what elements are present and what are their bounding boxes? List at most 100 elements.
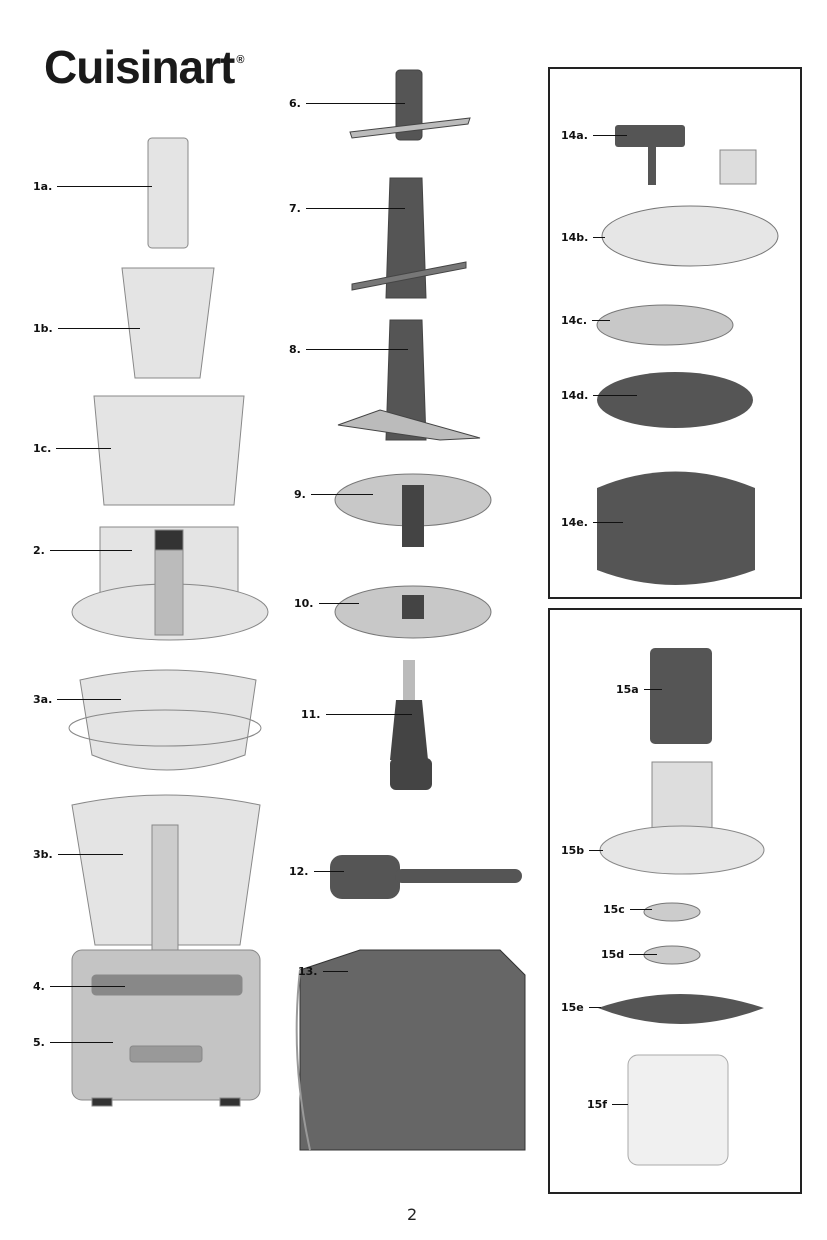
leader-line (588, 1007, 601, 1008)
label-text: 3a. (33, 693, 53, 706)
part-8-dough-blade (385, 319, 427, 441)
part-6-small-blade (395, 69, 423, 141)
label-4: 4. (33, 980, 125, 993)
label-text: 8. (289, 343, 301, 356)
label-text: 14a. (561, 129, 588, 142)
leader-line (49, 550, 132, 551)
part-14d-dicing-grid (597, 372, 753, 428)
part-15f-storage-case (627, 1054, 729, 1166)
label-13: 13. (298, 965, 348, 978)
leader-line (629, 954, 658, 955)
label-1b: 1b. (33, 322, 140, 335)
label-text: 11. (301, 708, 321, 721)
leader-line (305, 208, 405, 209)
label-text: 15b (561, 844, 585, 857)
part-15a-spiralizer-pusher (650, 648, 712, 744)
label-text: 12. (289, 865, 309, 878)
label-text: 1b. (33, 322, 53, 335)
part-1a-small-pusher (147, 137, 189, 249)
label-text: 10. (294, 597, 314, 610)
leader-line (593, 395, 638, 396)
leader-line (57, 186, 153, 187)
label-text: 7. (289, 202, 301, 215)
label-1a: 1a. (33, 180, 153, 193)
leader-line (57, 699, 122, 700)
leader-line (592, 320, 611, 321)
label-text: 1a. (33, 180, 53, 193)
label-text: 15c (603, 903, 625, 916)
page-number: 2 (407, 1205, 418, 1224)
label-3a: 3a. (33, 693, 122, 706)
label-text: 6. (289, 97, 301, 110)
leader-line (57, 854, 123, 855)
leader-line (49, 986, 125, 987)
label-10: 10. (294, 597, 359, 610)
label-text: 1c. (33, 442, 52, 455)
logo-text: Cuisinart (44, 41, 235, 93)
label-text: 3b. (33, 848, 53, 861)
part-15e-adapter (598, 994, 764, 1024)
cuisinart-logo: Cuisinart® (44, 40, 245, 94)
leader-line (592, 135, 627, 136)
label-3b: 3b. (33, 848, 123, 861)
part-3a-small-bowl (79, 669, 257, 771)
label-14e: 14e. (561, 516, 623, 529)
label-text: 14d. (561, 389, 589, 402)
label-15d: 15d (601, 948, 658, 961)
label-2: 2. (33, 544, 132, 557)
label-14a: 14a. (561, 129, 627, 142)
leader-line (589, 850, 604, 851)
leader-line (318, 603, 359, 604)
leader-line (325, 714, 412, 715)
leader-line (629, 909, 652, 910)
label-text: 13. (298, 965, 318, 978)
label-15a: 15a (616, 683, 662, 696)
registered-mark: ® (236, 54, 244, 66)
part-15c-disc (643, 902, 701, 922)
leader-line (57, 328, 140, 329)
label-15f: 15f (587, 1098, 629, 1111)
label-text: 14e. (561, 516, 588, 529)
leader-line (313, 871, 344, 872)
leader-line (49, 1042, 113, 1043)
part-14b-lid (601, 205, 779, 267)
label-text: 2. (33, 544, 45, 557)
part-1c-large-pusher (93, 395, 245, 506)
leader-line (593, 237, 606, 238)
label-text: 4. (33, 980, 45, 993)
part-1b-medium-pusher (121, 267, 215, 379)
label-text: 14b. (561, 231, 589, 244)
leader-line (305, 349, 408, 350)
part-15d-disc (643, 945, 701, 965)
accessory-box-15 (548, 608, 802, 1194)
label-15e: 15e (561, 1001, 601, 1014)
label-text: 9. (294, 488, 306, 501)
label-1c: 1c. (33, 442, 112, 455)
part-12-spatula (330, 855, 400, 899)
part-4-5-motor-base (71, 949, 261, 1101)
label-text: 15f (587, 1098, 608, 1111)
leader-line (592, 522, 623, 523)
label-14d: 14d. (561, 389, 638, 402)
leader-line (612, 1104, 629, 1105)
leader-line (56, 448, 112, 449)
label-text: 15a (616, 683, 639, 696)
label-5: 5. (33, 1036, 113, 1049)
label-7: 7. (289, 202, 405, 215)
label-11: 11. (301, 708, 412, 721)
label-14b: 14b. (561, 231, 606, 244)
leader-line (322, 971, 348, 972)
label-9: 9. (294, 488, 373, 501)
part-14e-bowl-ring (597, 471, 755, 585)
part-14a-pusher (615, 125, 685, 147)
label-15c: 15c (603, 903, 652, 916)
label-text: 15d (601, 948, 625, 961)
part-13-storage-case (299, 949, 526, 1151)
label-text: 15e (561, 1001, 584, 1014)
leader-line (643, 689, 662, 690)
part-14c-disc (596, 304, 734, 346)
label-text: 5. (33, 1036, 45, 1049)
label-12: 12. (289, 865, 344, 878)
label-text: 14c. (561, 314, 588, 327)
